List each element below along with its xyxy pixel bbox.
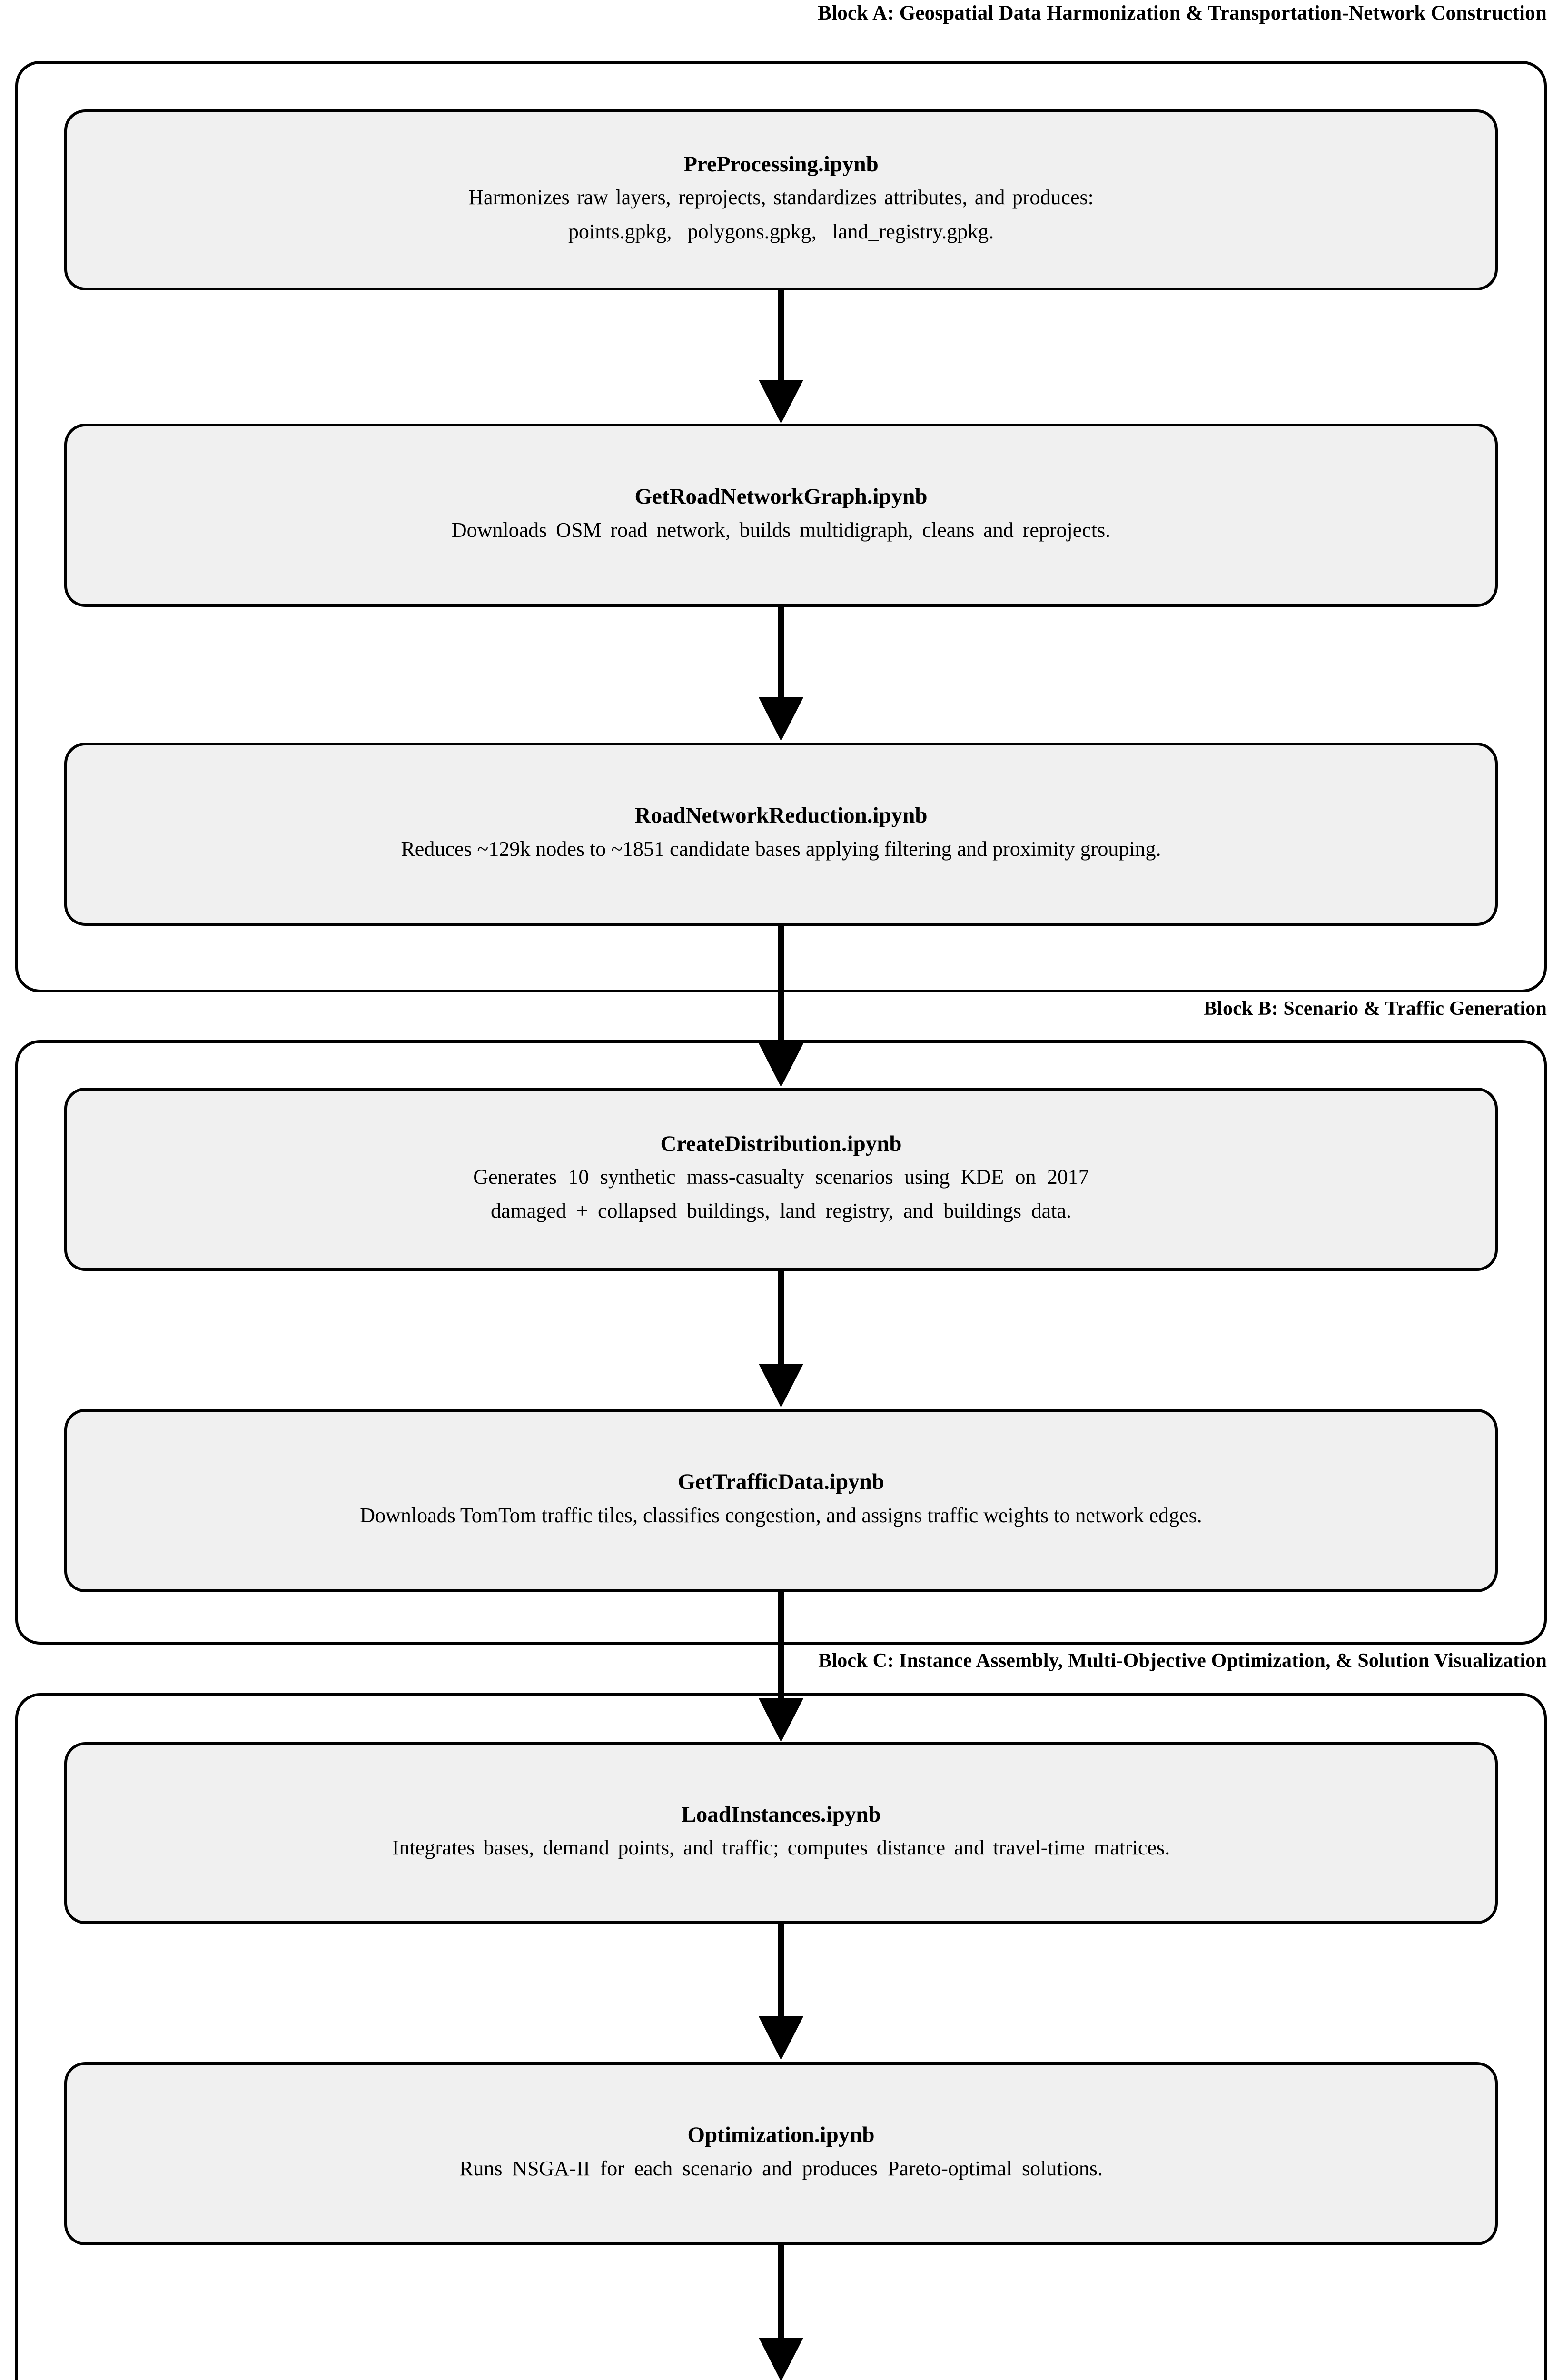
node-description-line-1: Generates 10 synthetic mass-casualty sce… — [473, 1165, 1089, 1189]
node-optimization[interactable]: Optimization.ipynb Runs NSGA-II for each… — [64, 2062, 1498, 2245]
connector-preprocessing-to-getroadnetworkgraph — [778, 290, 784, 383]
block-a-title: Block A: Geospatial Data Harmonization &… — [818, 2, 1547, 24]
node-title: GetTrafficData.ipynb — [678, 1469, 884, 1495]
connector-createdistribution-to-gettrafficdata — [778, 1271, 784, 1367]
node-description-line-1: Downloads TomTom traffic tiles, classifi… — [360, 1503, 1202, 1527]
node-description-line-1: Downloads OSM road network, builds multi… — [451, 518, 1111, 542]
connector-gettrafficdata-to-loadinstances — [778, 1592, 784, 1703]
connector-arrowhead — [759, 697, 803, 741]
node-roadnetworkreduction[interactable]: RoadNetworkReduction.ipynb Reduces ~129k… — [64, 743, 1498, 926]
node-title: LoadInstances.ipynb — [681, 1802, 881, 1827]
node-title: PreProcessing.ipynb — [683, 152, 879, 177]
connector-loadinstances-to-optimization — [778, 1924, 784, 2019]
node-gettrafficdata[interactable]: GetTrafficData.ipynb Downloads TomTom tr… — [64, 1409, 1498, 1592]
connector-arrowhead — [759, 1364, 803, 1408]
connector-arrowhead — [759, 1698, 803, 1742]
connector-arrowhead — [759, 1043, 803, 1087]
connector-arrowhead — [759, 2016, 803, 2060]
node-description-line-1: Harmonizes raw layers, reprojects, stand… — [468, 186, 1094, 209]
connector-arrowhead — [759, 2338, 803, 2380]
node-title: CreateDistribution.ipynb — [660, 1131, 902, 1156]
node-description-line-1: Runs NSGA-II for each scenario and produ… — [459, 2156, 1103, 2180]
node-title: RoadNetworkReduction.ipynb — [634, 803, 928, 828]
node-description-line-2: points.gpkg, polygons.gpkg, land_registr… — [568, 219, 994, 243]
connector-optimization-to-visualization — [778, 2245, 784, 2340]
node-getroadnetworkgraph[interactable]: GetRoadNetworkGraph.ipynb Downloads OSM … — [64, 424, 1498, 607]
block-c-title: Block C: Instance Assembly, Multi-Object… — [818, 1650, 1547, 1672]
node-title: GetRoadNetworkGraph.ipynb — [634, 484, 928, 509]
node-description-line-1: Integrates bases, demand points, and tra… — [392, 1836, 1170, 1860]
node-description-line-1: Reduces ~129k nodes to ~1851 candidate b… — [401, 837, 1161, 861]
node-title: Optimization.ipynb — [687, 2122, 875, 2148]
connector-roadnetworkreduction-to-createdistribution — [778, 926, 784, 1046]
node-description-line-2: damaged + collapsed buildings, land regi… — [491, 1199, 1071, 1223]
block-b-title: Block B: Scenario & Traffic Generation — [1203, 998, 1547, 1020]
connector-arrowhead — [759, 380, 803, 424]
node-preprocessing[interactable]: PreProcessing.ipynb Harmonizes raw layer… — [64, 109, 1498, 290]
node-createdistribution[interactable]: CreateDistribution.ipynb Generates 10 sy… — [64, 1088, 1498, 1271]
connector-getroadnetworkgraph-to-roadnetworkreduction — [778, 607, 784, 700]
node-loadinstances[interactable]: LoadInstances.ipynb Integrates bases, de… — [64, 1742, 1498, 1924]
